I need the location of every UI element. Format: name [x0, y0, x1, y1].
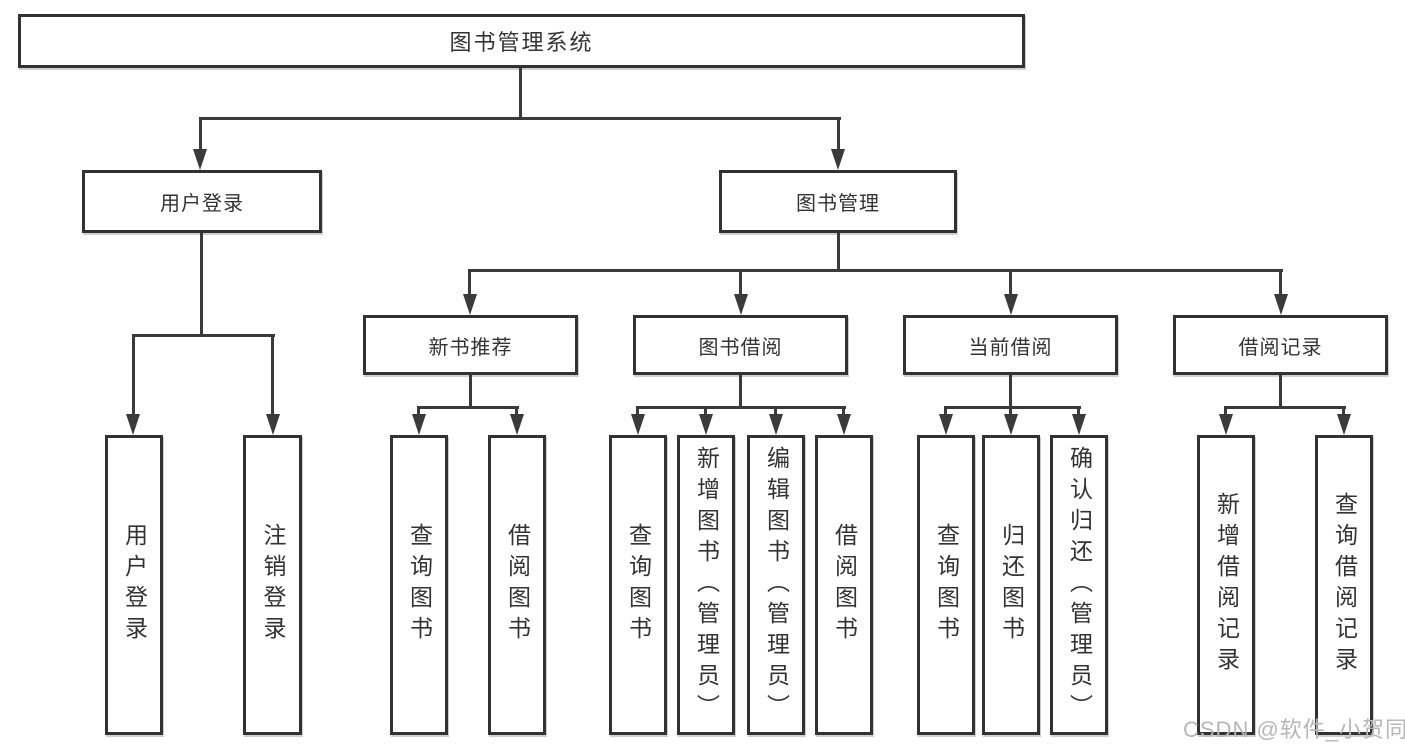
arrowhead-icon — [1337, 414, 1351, 435]
leaf-logout: 注销登录 — [243, 435, 302, 735]
arrowhead-user-login-icon — [193, 149, 207, 170]
connector-drop-current-borrow — [1009, 269, 1012, 297]
arrowhead-icon — [412, 414, 426, 435]
node-borrow-records: 借阅记录 — [1173, 315, 1388, 375]
arrowhead-icon — [1219, 414, 1233, 435]
arrowhead-icon — [631, 414, 645, 435]
node-library-management-system: 图书管理系统 — [18, 14, 1025, 68]
connector-drop — [1224, 406, 1227, 416]
connector-book-management-branch — [468, 269, 1283, 272]
leaf-confirm-return-admin: 确认归还（管理员） — [1050, 435, 1108, 735]
connector-current-borrow-stem — [1009, 375, 1012, 407]
arrowhead-leaf-user-login-icon — [126, 414, 140, 435]
connector-drop — [944, 406, 947, 416]
leaf-add-books-admin: 新增图书（管理员） — [677, 435, 735, 735]
connector-new-book-stem — [469, 375, 472, 407]
connector-new-book-branch — [417, 406, 519, 409]
leaf-user-login: 用户登录 — [105, 435, 163, 735]
arrowhead-icon — [1004, 414, 1018, 435]
leaf-borrow-books: 借阅图书 — [488, 435, 546, 735]
connector-book-borrow-stem — [739, 375, 742, 407]
connector-user-login-stem — [200, 233, 203, 335]
connector-drop — [417, 406, 420, 416]
arrowhead-icon — [1072, 414, 1086, 435]
arrowhead-icon — [939, 414, 953, 435]
csdn-watermark: CSDN @软件_小贺同学 — [1183, 717, 1405, 742]
leaf-return-books: 归还图书 — [982, 435, 1040, 735]
connector-drop-user-login — [199, 117, 202, 151]
connector-root-stem — [519, 68, 522, 119]
arrowhead-current-borrow-icon — [1004, 294, 1018, 315]
connector-borrow-records-branch — [1224, 406, 1346, 409]
leaf-query-books: 查询图书 — [917, 435, 975, 735]
arrowhead-icon — [769, 414, 783, 435]
leaf-add-borrow-record: 新增借阅记录 — [1197, 435, 1255, 735]
connector-drop-book-borrow — [739, 269, 742, 297]
connector-drop-leaf-logout — [271, 334, 274, 416]
connector-drop — [1009, 406, 1012, 416]
connector-drop — [1077, 406, 1080, 416]
arrowhead-icon — [510, 414, 524, 435]
leaf-edit-books-admin: 编辑图书（管理员） — [747, 435, 805, 735]
connector-user-login-branch — [132, 334, 275, 337]
connector-current-borrow-branch — [944, 406, 1081, 409]
connector-borrow-records-stem — [1279, 375, 1282, 407]
arrowhead-leaf-logout-icon — [266, 414, 280, 435]
arrowhead-book-borrow-icon — [734, 294, 748, 315]
arrowhead-book-management-icon — [831, 149, 845, 170]
connector-drop — [636, 406, 639, 416]
arrowhead-new-book-icon — [463, 294, 477, 315]
leaf-query-books: 查询图书 — [609, 435, 667, 735]
connector-root-branch — [199, 117, 841, 120]
connector-drop-leaf-user-login — [132, 334, 135, 416]
node-user-login: 用户登录 — [82, 170, 322, 233]
leaf-borrow-books: 借阅图书 — [815, 435, 873, 735]
arrowhead-icon — [699, 414, 713, 435]
connector-drop-borrow-records — [1279, 269, 1282, 297]
connector-drop-book-management — [837, 117, 840, 151]
connector-book-management-stem — [837, 233, 840, 270]
connector-drop — [515, 406, 518, 416]
connector-drop-new-book — [468, 269, 471, 297]
connector-drop — [774, 406, 777, 416]
connector-book-borrow-branch — [636, 406, 846, 409]
arrowhead-icon — [837, 414, 851, 435]
leaf-query-books: 查询图书 — [390, 435, 448, 735]
node-book-borrow: 图书借阅 — [633, 315, 848, 375]
connector-drop — [842, 406, 845, 416]
connector-drop — [1342, 406, 1345, 416]
node-current-borrow: 当前借阅 — [903, 315, 1118, 375]
node-book-management: 图书管理 — [719, 170, 957, 233]
arrowhead-borrow-records-icon — [1274, 294, 1288, 315]
connector-drop — [704, 406, 707, 416]
node-new-book-recommend: 新书推荐 — [363, 315, 578, 375]
leaf-query-borrow-record: 查询借阅记录 — [1315, 435, 1373, 735]
